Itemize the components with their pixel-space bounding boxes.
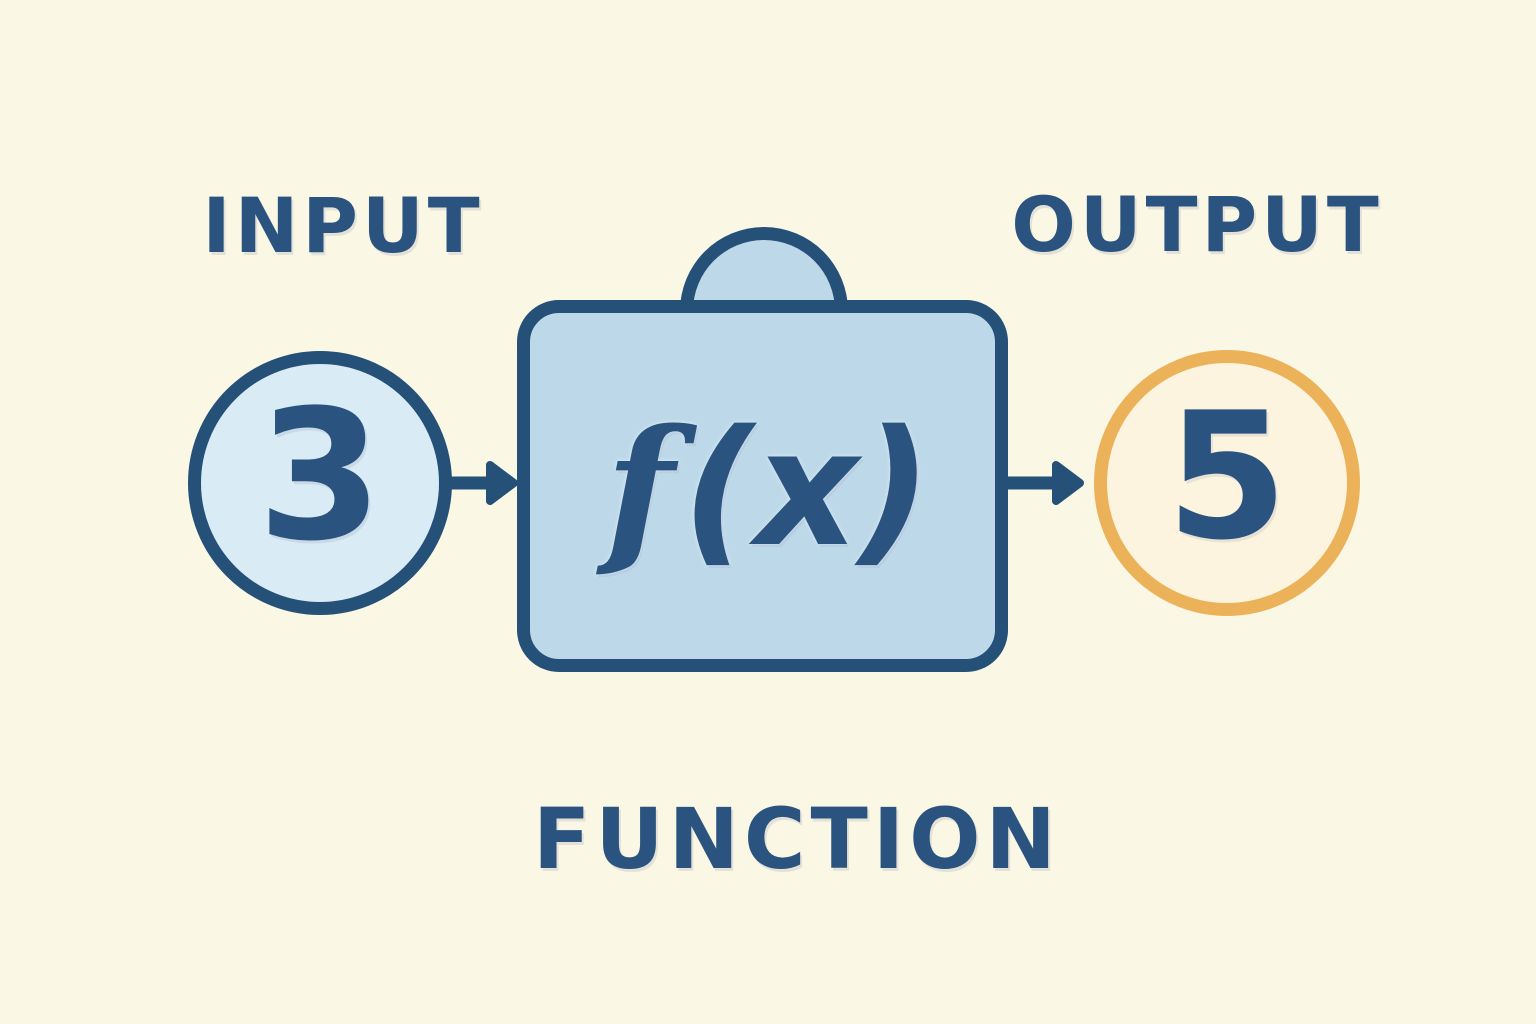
output-node-circle: 5 xyxy=(1094,350,1360,616)
function-label: FUNCTION xyxy=(533,790,1061,888)
input-value: 3 xyxy=(257,372,383,581)
arrow-right-icon xyxy=(1006,461,1084,505)
input-node-circle: 3 xyxy=(188,351,452,615)
output-label: OUTPUT xyxy=(1011,180,1383,269)
arrow-right-icon xyxy=(440,461,518,505)
input-label: INPUT xyxy=(202,181,484,270)
function-box: f(x) xyxy=(517,300,1008,672)
output-value: 5 xyxy=(1166,375,1288,579)
function-formula: f(x) xyxy=(605,408,931,569)
formula-f: f xyxy=(605,393,675,582)
formula-args: (x) xyxy=(682,394,932,582)
